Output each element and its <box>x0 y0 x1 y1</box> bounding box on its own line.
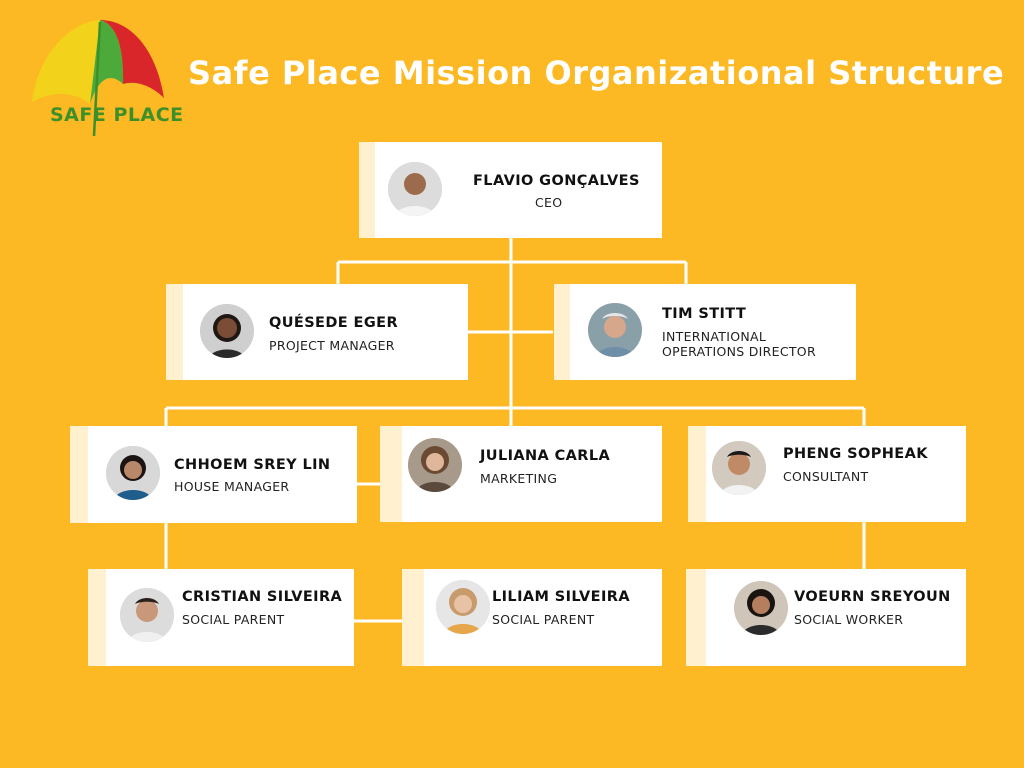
safe-place-logo <box>28 16 168 138</box>
member-name: CHHOEM SREY LIN <box>174 457 331 473</box>
org-card-project-manager: QUÉSEDE EGER PROJECT MANAGER <box>183 284 468 380</box>
member-name: PHENG SOPHEAK <box>783 446 928 462</box>
member-role: PROJECT MANAGER <box>269 338 395 353</box>
logo-text: SAFE PLACE <box>50 104 184 126</box>
avatar <box>388 162 442 216</box>
member-role: HOUSE MANAGER <box>174 479 290 494</box>
member-role: CONSULTANT <box>783 469 869 484</box>
org-card-operations-director: TIM STITT INTERNATIONAL OPERATIONS DIREC… <box>570 284 856 380</box>
org-card-social-parent-2: LILIAM SILVEIRA SOCIAL PARENT <box>424 569 662 666</box>
member-name: CRISTIAN SILVEIRA <box>182 589 343 605</box>
org-card-social-parent-1: CRISTIAN SILVEIRA SOCIAL PARENT <box>106 569 354 666</box>
page-title: Safe Place Mission Organizational Struct… <box>188 54 1005 92</box>
member-role: CEO <box>535 195 563 210</box>
org-card-ceo: FLAVIO GONÇALVES CEO <box>375 142 662 238</box>
avatar <box>106 446 160 500</box>
member-name: LILIAM SILVEIRA <box>492 589 630 605</box>
member-name: TIM STITT <box>662 306 747 322</box>
avatar <box>408 438 462 492</box>
member-name: QUÉSEDE EGER <box>269 315 399 331</box>
org-card-social-worker: VOEURN SREYOUN SOCIAL WORKER <box>706 569 966 666</box>
member-role: SOCIAL PARENT <box>492 612 595 627</box>
org-card-marketing: JULIANA CARLA MARKETING <box>402 426 662 522</box>
umbrella-icon <box>32 20 164 137</box>
org-card-consultant: PHENG SOPHEAK CONSULTANT <box>706 426 966 522</box>
member-role: MARKETING <box>480 471 558 486</box>
member-name: JULIANA CARLA <box>480 448 611 464</box>
avatar <box>734 581 788 635</box>
org-card-house-manager: CHHOEM SREY LIN HOUSE MANAGER <box>88 426 357 523</box>
member-name: VOEURN SREYOUN <box>794 589 951 605</box>
member-name: FLAVIO GONÇALVES <box>473 173 640 189</box>
avatar <box>120 588 174 642</box>
avatar <box>712 441 766 495</box>
member-role: SOCIAL PARENT <box>182 612 285 627</box>
member-role: SOCIAL WORKER <box>794 612 904 627</box>
member-role: INTERNATIONAL OPERATIONS DIRECTOR <box>662 329 816 359</box>
avatar <box>200 304 254 358</box>
avatar <box>436 580 490 634</box>
avatar <box>588 303 642 357</box>
